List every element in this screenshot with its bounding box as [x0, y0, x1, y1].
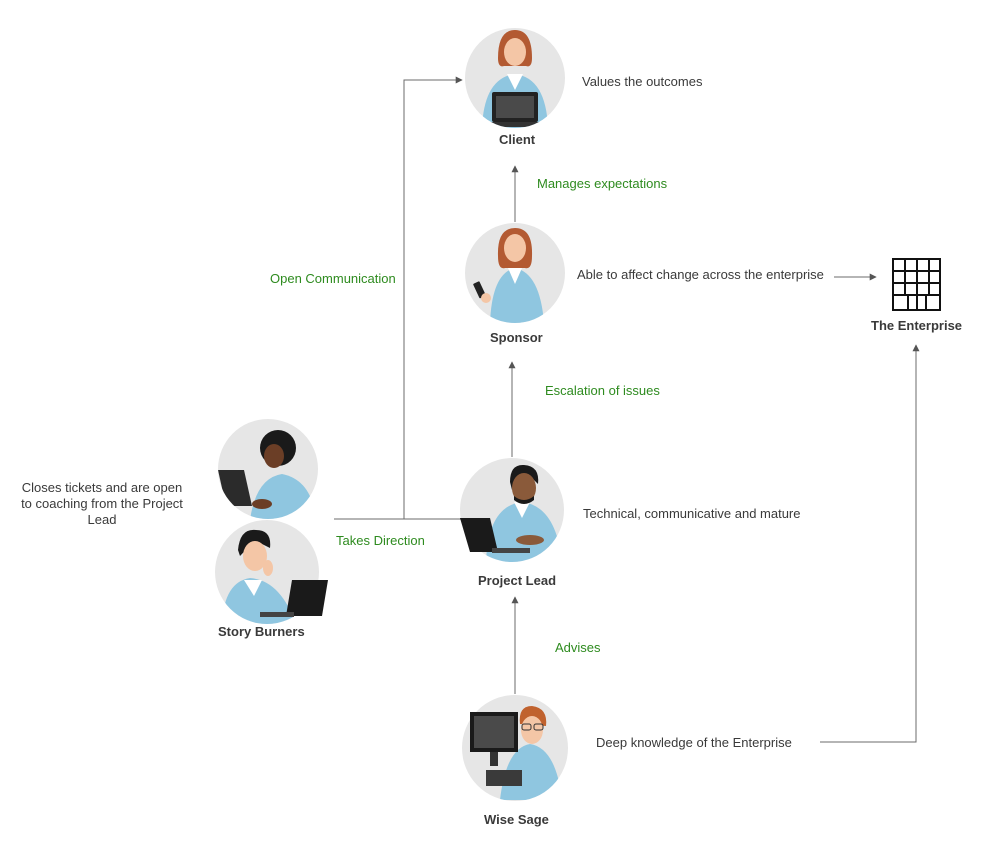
sponsor-description: Able to affect change across the enterpr… [577, 267, 824, 282]
wise-sage-label: Wise Sage [484, 812, 549, 827]
story-burners-description-line: to coaching from the Project [21, 496, 183, 511]
story-burners-label: Story Burners [218, 624, 305, 639]
project-lead-description: Technical, communicative and mature [583, 506, 801, 521]
story-burner-avatar-icon [218, 419, 318, 519]
story-burners-description-line: Lead [87, 512, 117, 527]
story-burner-avatar-icon-2 [215, 520, 328, 624]
open-communication-label: Open Communication [270, 271, 396, 286]
wise-sage-description: Deep knowledge of the Enterprise [596, 735, 792, 750]
sponsor-label: Sponsor [490, 330, 543, 345]
client-description: Values the outcomes [582, 74, 703, 89]
client-avatar-icon [465, 28, 565, 128]
project-lead-avatar-icon [460, 458, 564, 562]
sage-to-enterprise-arrow [820, 344, 920, 743]
open-communication-arrow [403, 76, 463, 519]
enterprise-building-icon [892, 258, 941, 311]
enterprise-label: The Enterprise [871, 318, 963, 333]
takes-direction-label: Takes Direction [336, 533, 425, 548]
advises-label: Advises [555, 640, 601, 655]
story-burners-description-line: Closes tickets and are open [21, 480, 183, 495]
story-burners-description: Closes tickets and are open to coaching … [10, 480, 194, 528]
client-label: Client [499, 132, 536, 147]
project-lead-label: Project Lead [478, 573, 557, 588]
wise-sage-avatar-icon [462, 695, 568, 801]
manages-expectations-label: Manages expectations [537, 176, 668, 191]
sponsor-avatar-icon [465, 223, 565, 323]
escalation-of-issues-label: Escalation of issues [545, 383, 660, 398]
connectors [334, 76, 920, 743]
